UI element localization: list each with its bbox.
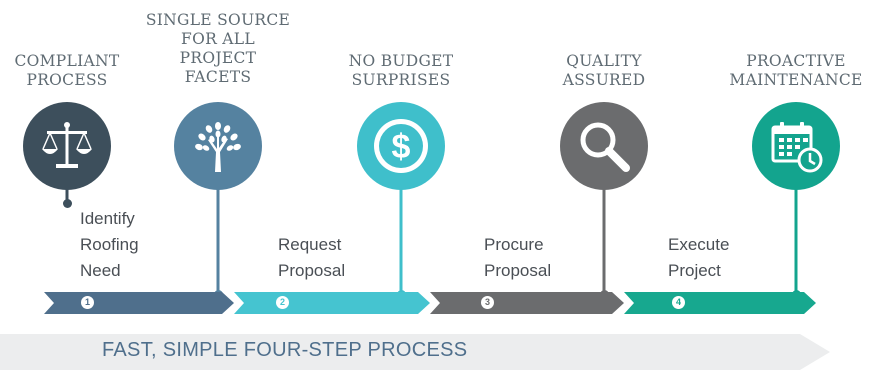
benefit-label-compliant: COMPLIANT PROCESS — [14, 52, 120, 89]
benefit-label-maintenance: PROACTIVE MAINTENANCE — [729, 52, 863, 89]
svg-text:$: $ — [392, 128, 411, 166]
step-number-3: 3 — [481, 296, 494, 309]
step-arrow-2 — [234, 292, 430, 314]
step-text-2: Request Proposal — [278, 235, 346, 280]
step-number-1: 1 — [81, 296, 94, 309]
step-arrow-4 — [624, 292, 816, 314]
circle-compliant — [23, 102, 111, 190]
step-text-3: Procure Proposal — [484, 235, 552, 280]
stem-5 — [794, 148, 798, 294]
circle-budget: $ — [357, 102, 445, 190]
circle-quality — [560, 102, 648, 190]
footer-title: FAST, SIMPLE FOUR-STEP PROCESS — [102, 339, 468, 361]
calendar-icon — [771, 122, 823, 173]
stem-4 — [602, 148, 606, 294]
scales-icon — [42, 122, 92, 168]
dollar-icon: $ — [374, 119, 428, 173]
benefit-label-single-source: SINGLE SOURCE FOR ALL PROJECT FACETS — [145, 11, 291, 86]
stem-3 — [399, 148, 403, 294]
benefit-label-quality: QUALITY ASSURED — [562, 52, 646, 89]
magnifier-icon — [580, 122, 630, 172]
step-text-1: Identify Roofing Need — [80, 209, 139, 280]
step-number-2: 2 — [276, 296, 289, 309]
circle-single-source — [174, 102, 262, 190]
step-arrow-3 — [430, 292, 624, 314]
tree-icon — [195, 122, 241, 172]
step-arrow-1 — [44, 292, 234, 314]
stem-2 — [216, 148, 220, 294]
step-text-4: Execute Project — [668, 235, 730, 280]
circle-maintenance — [752, 102, 840, 190]
benefit-label-budget: NO BUDGET SURPRISES — [348, 52, 454, 89]
step-number-4: 4 — [672, 296, 685, 309]
